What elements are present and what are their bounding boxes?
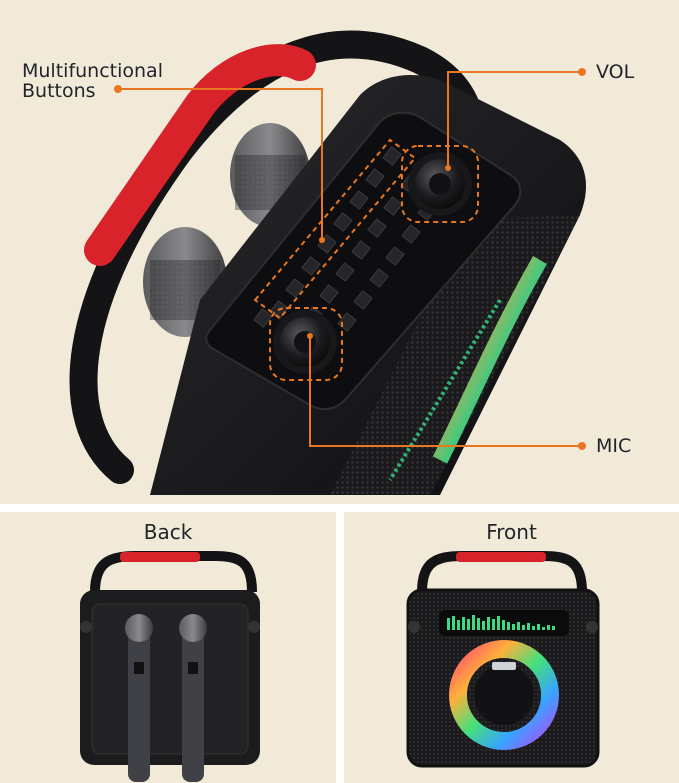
callout-multifunctional-label: Multifunctional Buttons — [22, 61, 163, 101]
front-view-illustration — [406, 551, 600, 768]
multifunction-button-grid — [253, 146, 437, 332]
callout-multifunctional-line2: Buttons — [22, 80, 96, 102]
callout-dots — [114, 68, 586, 450]
callout-vol-label: VOL — [596, 61, 635, 83]
back-red-grip — [120, 552, 200, 562]
callout-multifunctional-line1: Multifunctional — [22, 60, 163, 82]
speaker-closeup-illustration — [69, 30, 586, 495]
mic-knob — [273, 310, 337, 374]
red-handle-grip — [84, 44, 316, 266]
top-closeup-panel: Multifunctional Buttons VOL MIC — [0, 0, 679, 504]
back-plate — [91, 603, 249, 755]
led-spectrum-bar — [388, 298, 502, 482]
led-spectrum-bars — [447, 615, 555, 630]
front-woofer-center — [474, 665, 534, 725]
front-view-panel: Front — [344, 512, 679, 783]
mic-dashed-outline — [269, 307, 343, 381]
callout-leaders — [118, 71, 582, 447]
back-microphones — [125, 614, 207, 782]
front-red-grip — [456, 552, 546, 562]
rgb-light-ring — [432, 256, 547, 464]
buttons-dashed-outline — [253, 138, 417, 320]
callout-mic-label: MIC — [596, 435, 632, 457]
front-brand-badge — [492, 662, 516, 670]
front-rgb-ring — [449, 640, 559, 750]
vol-dashed-outline — [401, 145, 479, 223]
back-panel-title: Back — [143, 520, 193, 544]
front-panel-title: Front — [486, 520, 537, 544]
back-view-panel: Back — [0, 512, 336, 783]
back-view-illustration — [80, 551, 260, 782]
vol-knob — [408, 152, 472, 216]
